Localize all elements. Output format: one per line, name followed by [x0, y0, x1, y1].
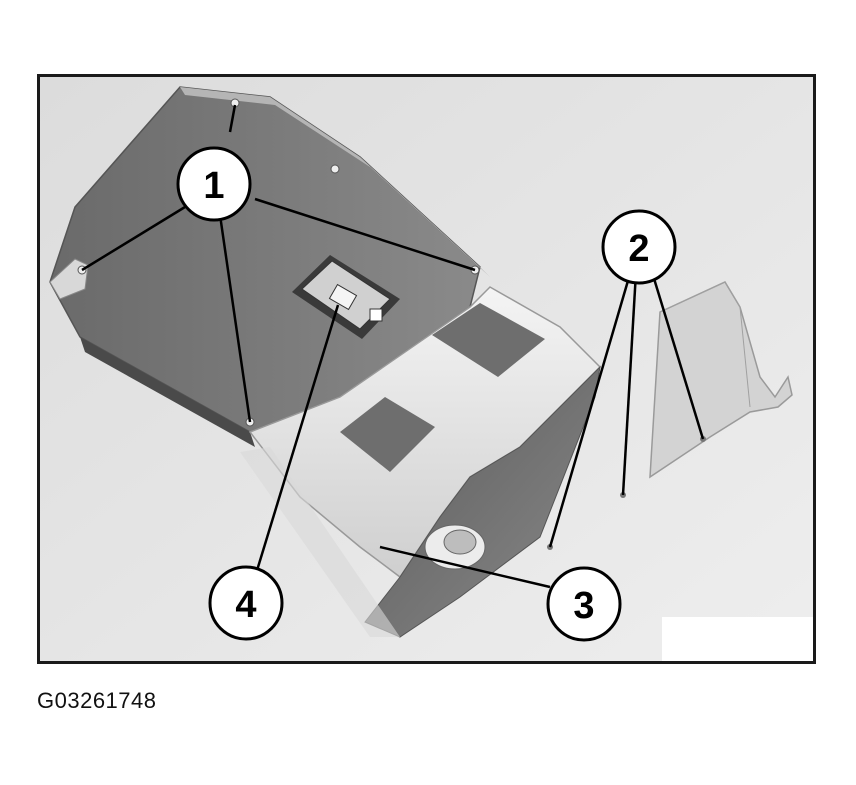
- callout-1-label: 1: [203, 165, 224, 207]
- callout-4: 4: [208, 565, 284, 641]
- component-illustration: 1 2 3 4: [37, 74, 816, 664]
- callout-2: 2: [601, 209, 677, 285]
- callout-1: 1: [176, 146, 252, 222]
- leader-lines: [81, 104, 705, 589]
- callout-3-label: 3: [573, 585, 594, 627]
- callout-2-label: 2: [628, 228, 649, 270]
- switch-module: [292, 255, 400, 339]
- figure-id: G03261748: [37, 688, 157, 713]
- callout-3: 3: [546, 566, 622, 642]
- callout-4-label: 4: [235, 584, 256, 626]
- illustration-svg: 1 2 3 4: [40, 77, 813, 661]
- corner-patch: [662, 617, 813, 661]
- glovebox-housing: [49, 86, 490, 447]
